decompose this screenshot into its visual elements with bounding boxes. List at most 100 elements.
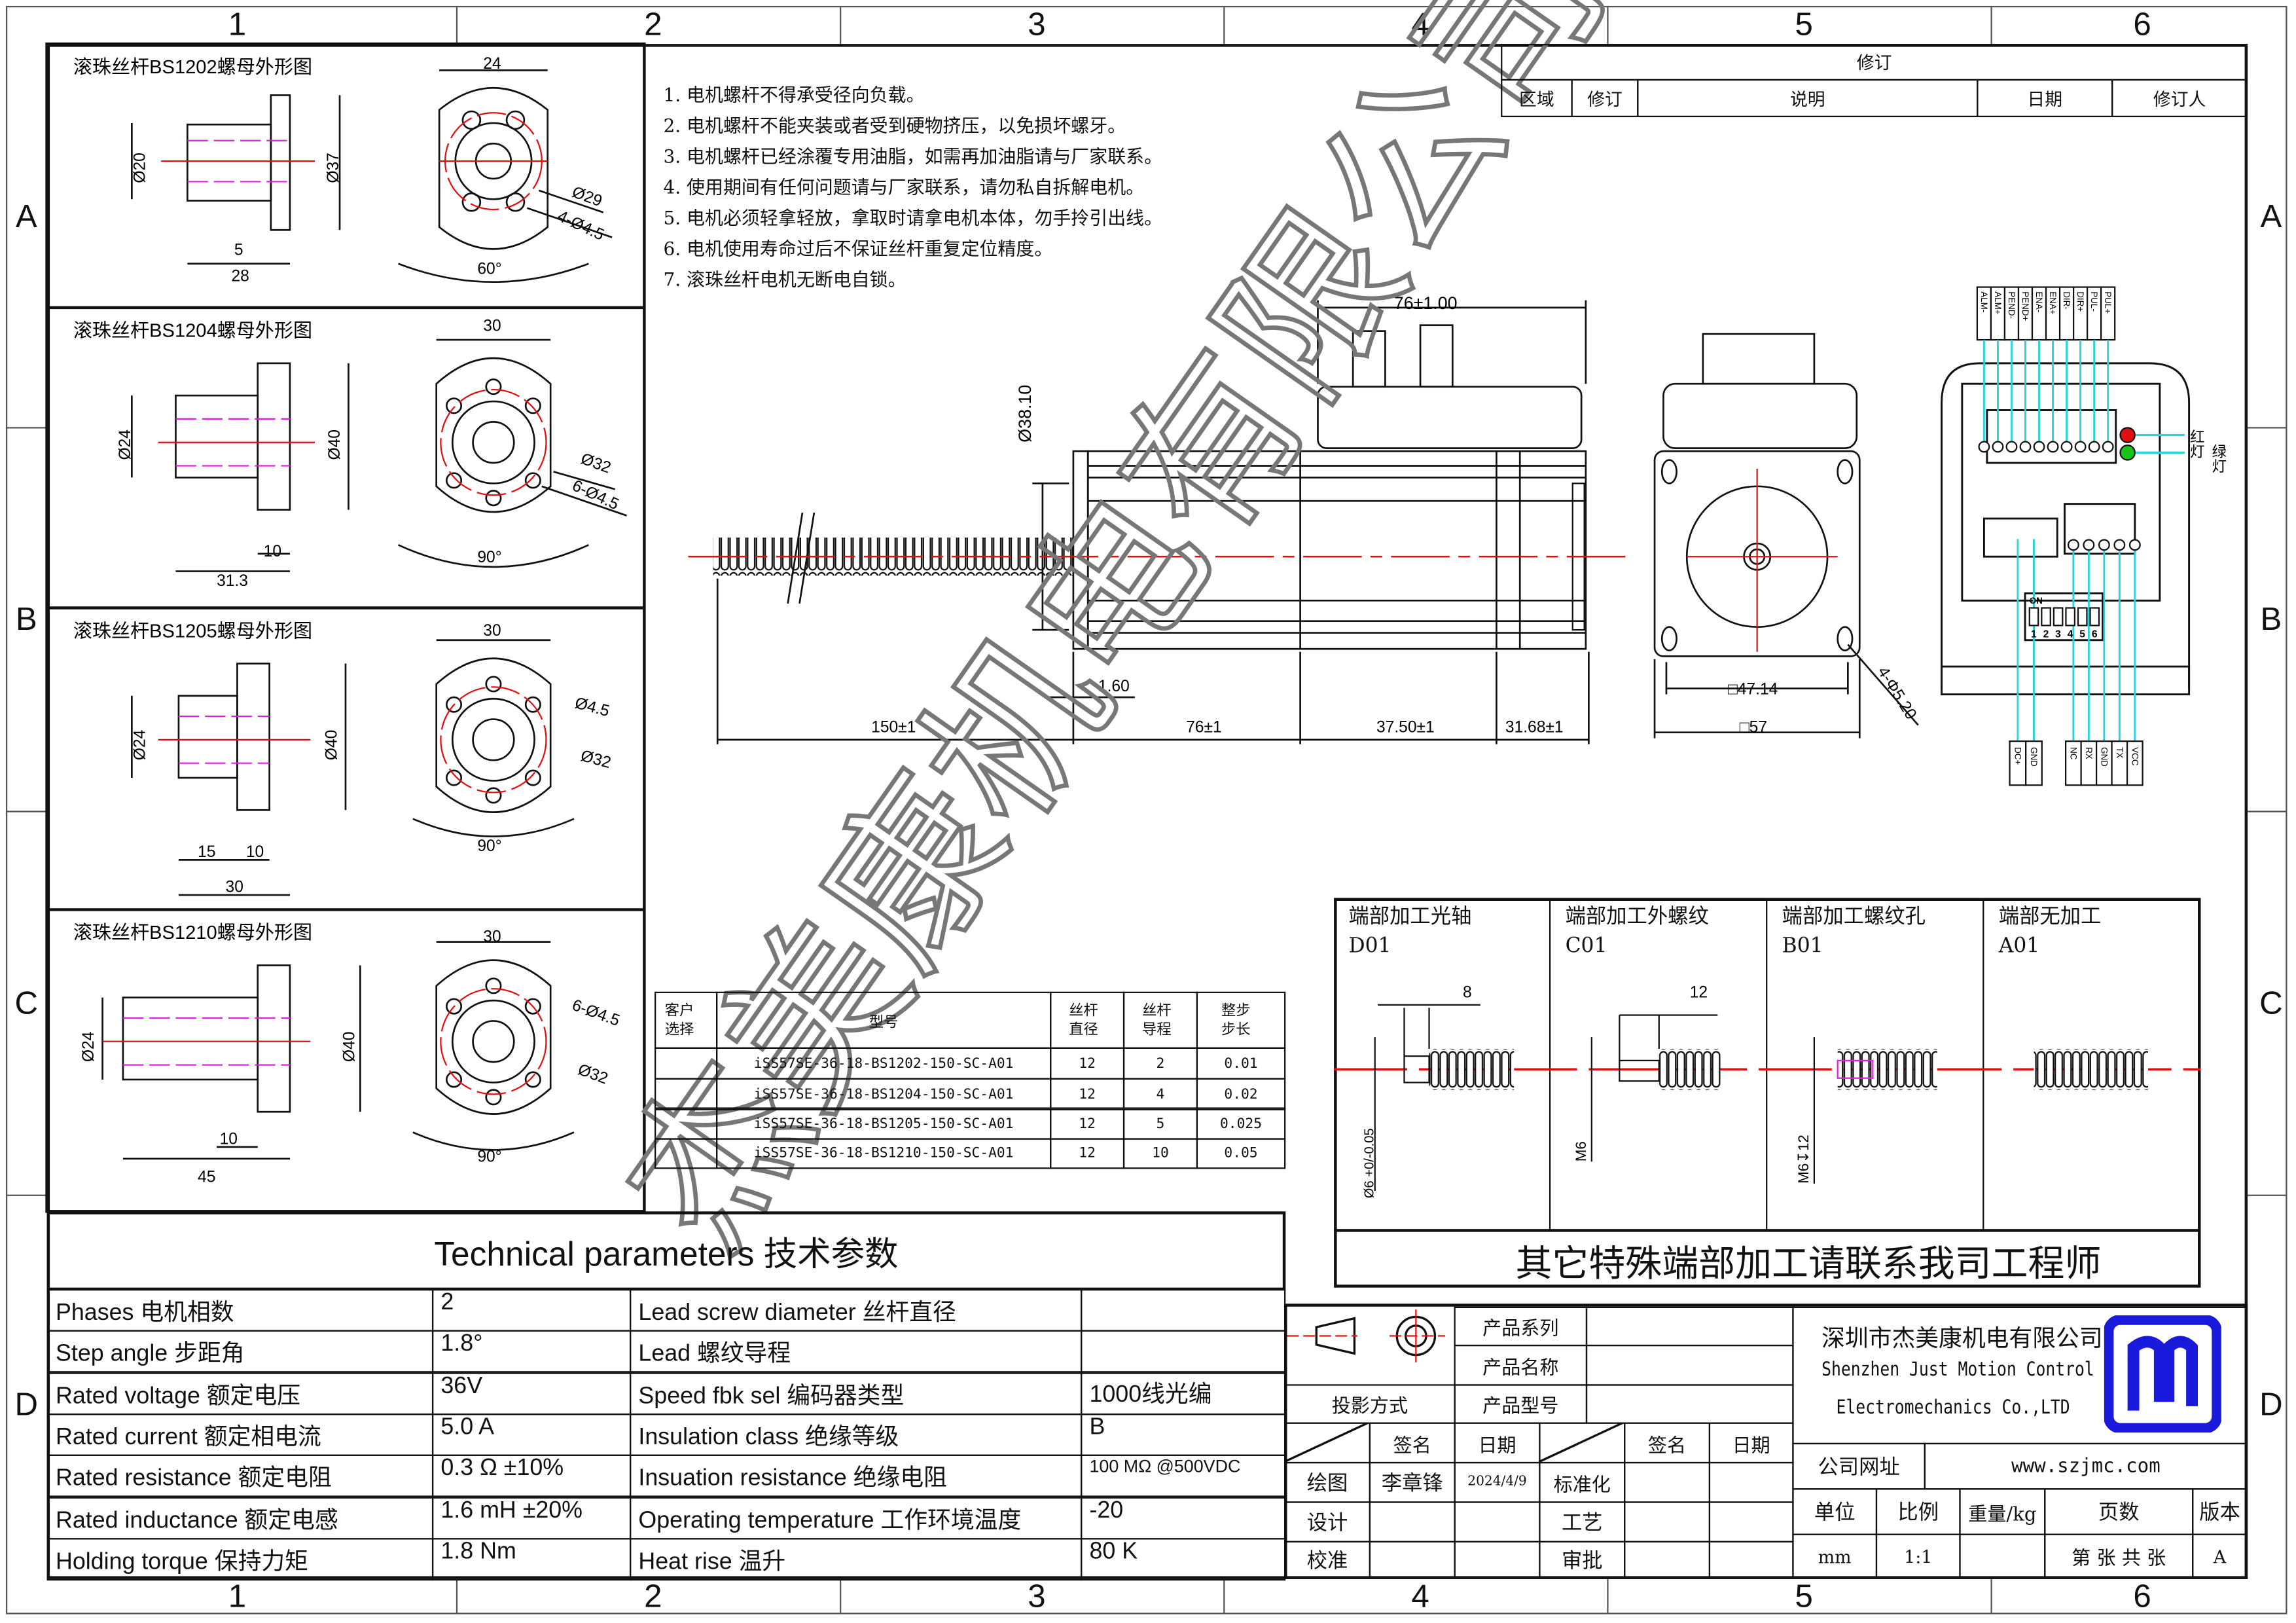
dim-frame-size: □57 <box>1740 719 1767 737</box>
dim-screw-length: 150±1 <box>871 719 916 737</box>
end-spec: M6 <box>1573 1141 1589 1161</box>
dim-length: 45 <box>198 1169 215 1186</box>
grid-col-label: 4 <box>1411 5 1429 43</box>
param-name: Insuation resistance 绝缘电阻 <box>629 1455 1083 1498</box>
nut-drawing-bs1205: 滚珠丝杆BS1205螺母外形图 30 Ø24 Ø40 15 10 30 Ø4.5… <box>73 620 613 896</box>
dip-number: 4 <box>2068 629 2073 640</box>
param-name: Rated voltage 额定电压 <box>46 1372 434 1415</box>
drawn-label: 绘图 <box>1284 1461 1371 1503</box>
website-link[interactable]: www.szjmc.com <box>1924 1442 2248 1490</box>
dip-switch[interactable] <box>2077 607 2088 627</box>
dim-seg1: 37.50±1 <box>1376 719 1435 737</box>
grid-col-label: 1 <box>228 5 247 43</box>
model-header: 丝杆直径 <box>1050 991 1125 1049</box>
company-name-en-2: Electromechanics Co.,LTD <box>1836 1397 2070 1420</box>
grid-row-label: A <box>2260 198 2282 234</box>
dim-angle: 90° <box>477 1148 501 1165</box>
dip-switch[interactable] <box>2028 607 2039 627</box>
projection-label: 投影方式 <box>1284 1384 1456 1424</box>
pin-label-box <box>2100 286 2116 341</box>
nut-drawing-bs1204: 滚珠丝杆BS1204螺母外形图 30 Ø24 Ø40 10 31.3 Ø32 6… <box>73 318 627 590</box>
dip-switch[interactable] <box>2065 607 2076 627</box>
dim-mount-holes: 4-Φ5.20 <box>1874 664 1920 723</box>
customer-select-cell[interactable] <box>655 1047 718 1080</box>
end-processing-drawings: 8 12 Ø6 +0/-0.05 M6 M6↧12 <box>1334 984 2201 1198</box>
nut-drawing-bs1202: 滚珠丝杆BS1202螺母外形图 24 Ø20 Ø37 5 28 Ø29 4-Ø4… <box>73 55 613 285</box>
grid-row-label: C <box>2259 984 2283 1021</box>
dip-on-label: ON <box>2030 596 2043 606</box>
end-option-code: C01 <box>1565 934 1607 958</box>
model-cell-step: 0.02 <box>1196 1078 1286 1110</box>
terminal-screw-icon <box>2102 441 2114 453</box>
end-dim: 12 <box>1690 984 1708 1002</box>
dip-switch[interactable] <box>2089 607 2100 627</box>
model-cell-step: 0.01 <box>1196 1047 1286 1080</box>
dim-body-dia: Ø24 <box>80 1032 98 1063</box>
top-pin-label: DIR+ <box>2075 291 2085 312</box>
top-pin-label: PUL+ <box>2103 291 2113 314</box>
param-value: -20 <box>1081 1496 1286 1539</box>
revision-header: 说明 <box>1637 79 1979 117</box>
approve-label: 审批 <box>1539 1541 1626 1579</box>
power-pin-label: GND <box>2029 747 2039 767</box>
customer-select-cell[interactable] <box>655 1138 718 1169</box>
terminal-screw-icon <box>2128 539 2141 551</box>
grid-col-label: 4 <box>1411 1577 1429 1614</box>
end-spec: Ø6 +0/-0.05 <box>1362 1128 1376 1198</box>
drawn-date: 2024/4/9 <box>1454 1461 1541 1503</box>
driver-connector-view: ALM-ALM+PEND-PEND+ENA-ENA+DIR-DIR+PUL-PU… <box>1941 286 2227 786</box>
terminal-screw-icon <box>2067 539 2079 551</box>
dip-switch[interactable] <box>2041 607 2051 627</box>
dim-pcd: Ø29 <box>569 183 604 210</box>
param-name: Lead screw diameter 丝杆直径 <box>629 1288 1083 1332</box>
dim-angle: 90° <box>477 549 501 566</box>
top-pin-label: ALM- <box>1979 291 1989 312</box>
model-cell-step: 0.025 <box>1196 1107 1286 1140</box>
green-led-icon <box>2119 445 2136 461</box>
customer-select-cell[interactable] <box>655 1107 718 1140</box>
customer-select-cell[interactable] <box>655 1078 718 1110</box>
version-label: 版本 <box>2192 1488 2248 1535</box>
company-logo-icon <box>2104 1315 2221 1433</box>
nut-title: 滚珠丝杆BS1202螺母外形图 <box>73 56 312 78</box>
dim-holes: Ø4.5 <box>573 694 611 720</box>
model-cell-lead: 2 <box>1122 1047 1198 1080</box>
terminal-screw-icon <box>1978 441 1990 453</box>
product-series-label: 产品系列 <box>1454 1306 1588 1347</box>
red-led-icon <box>2119 427 2136 443</box>
projection-symbol-icon <box>1287 1309 1446 1362</box>
dim-width: 30 <box>483 928 501 946</box>
grid-col-label: 3 <box>1028 1577 1046 1614</box>
signature-header-diagonals <box>1284 1422 1624 1462</box>
dim-body-length: 76±1 <box>1186 719 1222 737</box>
grid-row-label: B <box>15 600 37 638</box>
terminal-screw-icon <box>2113 539 2126 551</box>
motor-front-view: □47.14 □57 4-Φ5.20 <box>1653 333 1920 739</box>
param-value: 1.8° <box>431 1330 632 1374</box>
terminal-screw-icon <box>2098 539 2110 551</box>
grid-row-label: D <box>2259 1385 2283 1423</box>
dim-body-dia: Ø24 <box>117 429 134 460</box>
outer-frame <box>5 5 2287 1614</box>
comm-pin-label: RX <box>2084 747 2094 759</box>
param-value: 36V <box>431 1372 632 1415</box>
end-dim: 8 <box>1463 984 1472 1002</box>
dim-holes: 6-Ø4.5 <box>569 996 622 1030</box>
grid-col-label: 6 <box>2133 1577 2151 1614</box>
comm-pin-label: VCC <box>2130 747 2140 766</box>
dip-switch[interactable] <box>2053 607 2064 627</box>
comm-pin-label: GND <box>2099 747 2109 767</box>
revision-title: 修订 <box>1501 44 2248 81</box>
note-item: 1. 电机螺杆不得承受径向负载。 <box>663 83 925 106</box>
process-label: 工艺 <box>1539 1501 1626 1542</box>
param-name: Rated current 额定相电流 <box>46 1413 434 1456</box>
model-header: 丝杆导程 <box>1122 991 1198 1049</box>
param-name: Holding torque 保持力矩 <box>46 1537 434 1580</box>
model-cell-model: iSS57SE-36-18-BS1202-150-SC-A01 <box>715 1047 1052 1080</box>
grid-col-label: 3 <box>1028 5 1046 43</box>
terminal-screw-icon <box>2019 441 2032 453</box>
dim-angle: 90° <box>477 837 501 855</box>
comm-pin-label: TX <box>2115 747 2125 758</box>
